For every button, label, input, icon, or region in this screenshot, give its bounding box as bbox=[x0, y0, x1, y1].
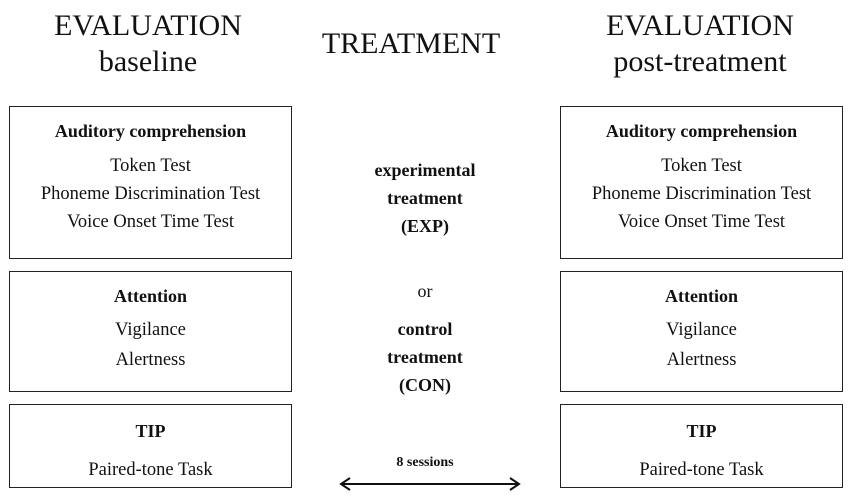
baseline-evaluation-title: EVALUATION baseline bbox=[10, 8, 286, 80]
treatment-line: (EXP) bbox=[401, 216, 449, 236]
box-item: Phoneme Discrimination Test bbox=[591, 184, 812, 204]
box-item: Token Test bbox=[661, 156, 742, 176]
box-item: Voice Onset Time Test bbox=[66, 212, 235, 232]
treatment-line: control bbox=[397, 319, 453, 339]
baseline-tip-box: TIP Paired-tone Task bbox=[9, 404, 292, 488]
box-item: Vigilance bbox=[115, 320, 186, 340]
box-item: Vigilance bbox=[666, 320, 737, 340]
box-item: Paired-tone Task bbox=[88, 460, 213, 480]
box-header: TIP bbox=[135, 421, 166, 441]
title-line-evaluation: EVALUATION bbox=[606, 9, 794, 42]
box-item: Alertness bbox=[666, 350, 737, 370]
treatment-line: (CON) bbox=[399, 375, 451, 395]
control-treatment-label: control treatment (CON) bbox=[320, 315, 530, 399]
treatment-title: TREATMENT bbox=[306, 26, 516, 62]
post-attention-box: Attention Vigilance Alertness bbox=[560, 271, 843, 392]
post-tip-box: TIP Paired-tone Task bbox=[560, 404, 843, 488]
box-item: Paired-tone Task bbox=[639, 460, 764, 480]
baseline-attention-box: Attention Vigilance Alertness bbox=[9, 271, 292, 392]
box-item: Phoneme Discrimination Test bbox=[40, 184, 261, 204]
post-auditory-comprehension-box: Auditory comprehension Token Test Phonem… bbox=[560, 106, 843, 259]
box-header: Auditory comprehension bbox=[54, 121, 247, 141]
treatment-line: treatment bbox=[387, 347, 463, 367]
box-header: Attention bbox=[114, 286, 187, 306]
sessions-label: 8 sessions bbox=[396, 455, 454, 470]
title-line-treatment: TREATMENT bbox=[321, 27, 501, 60]
double-arrow-icon bbox=[339, 477, 521, 491]
treatment-line: experimental bbox=[374, 160, 476, 180]
or-label: or bbox=[417, 281, 433, 301]
box-item: Alertness bbox=[115, 350, 186, 370]
title-line-post-treatment: post-treatment bbox=[613, 45, 787, 78]
treatment-line: treatment bbox=[387, 188, 463, 208]
box-item: Token Test bbox=[110, 156, 191, 176]
box-item: Voice Onset Time Test bbox=[617, 212, 786, 232]
baseline-auditory-comprehension-box: Auditory comprehension Token Test Phonem… bbox=[9, 106, 292, 259]
title-line-evaluation: EVALUATION bbox=[54, 9, 242, 42]
experimental-treatment-label: experimental treatment (EXP) bbox=[320, 156, 530, 240]
box-header: TIP bbox=[686, 421, 717, 441]
box-header: Auditory comprehension bbox=[605, 121, 798, 141]
post-treatment-evaluation-title: EVALUATION post-treatment bbox=[562, 8, 838, 80]
box-header: Attention bbox=[665, 286, 738, 306]
title-line-baseline: baseline bbox=[98, 45, 198, 78]
